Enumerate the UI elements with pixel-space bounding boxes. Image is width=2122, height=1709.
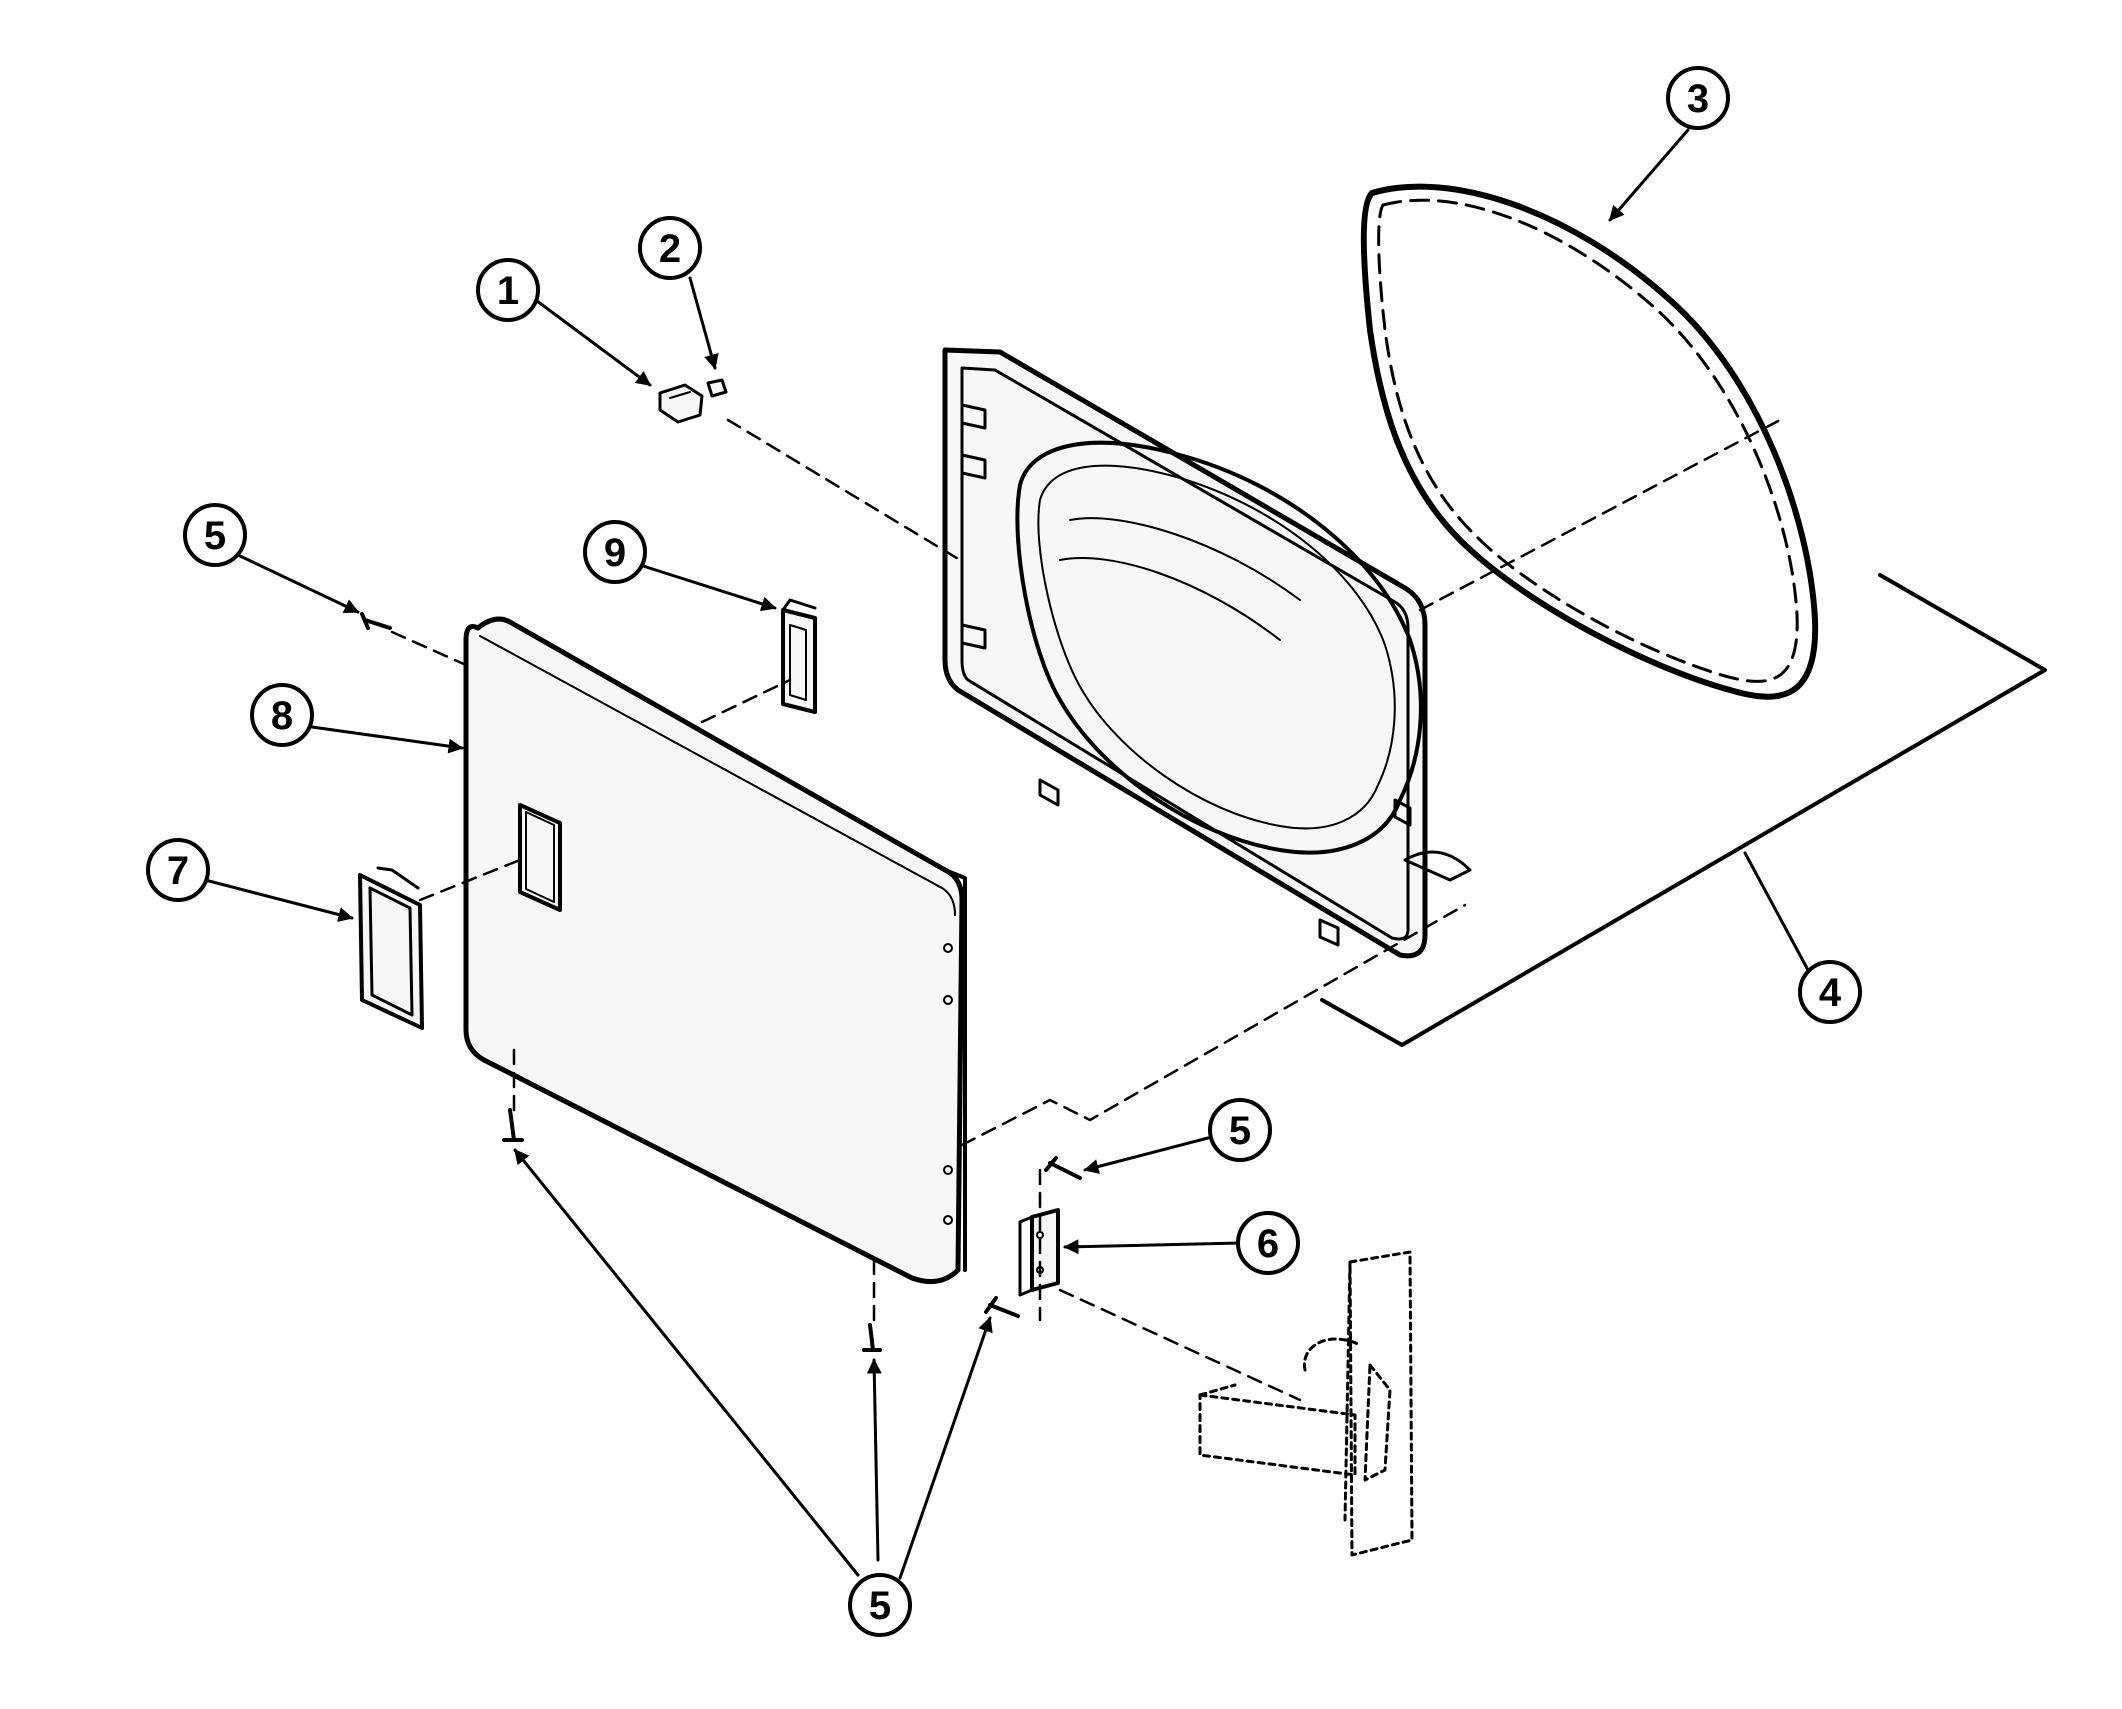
callout-1: 1 — [476, 258, 540, 322]
callout-4: 4 — [1798, 960, 1862, 1024]
svg-text:6: 6 — [1257, 1222, 1279, 1266]
assembly-lines — [390, 418, 1782, 1402]
callout-5-right: 5 — [1208, 1098, 1272, 1162]
svg-text:3: 3 — [1687, 77, 1709, 121]
screw-5-hinge-bottom — [984, 1296, 1020, 1318]
cabinet-fragment — [1198, 1250, 1414, 1557]
svg-text:8: 8 — [271, 694, 293, 738]
svg-text:5: 5 — [1229, 1109, 1251, 1153]
svg-text:5: 5 — [204, 514, 226, 558]
svg-text:1: 1 — [497, 269, 519, 313]
screw-5-top-left — [360, 612, 392, 630]
callout-9: 9 — [583, 520, 647, 584]
part-8-outer-door — [463, 616, 967, 1285]
callout-3: 3 — [1666, 66, 1730, 130]
callout-6: 6 — [1236, 1211, 1300, 1275]
part-7-handle — [358, 866, 424, 1030]
callout-8: 8 — [250, 683, 314, 747]
door-inner-panel — [942, 347, 1472, 959]
part-9-strike — [781, 598, 817, 714]
screw-5-door-bottom-left — [502, 1108, 524, 1142]
svg-text:7: 7 — [167, 849, 189, 893]
callout-7: 7 — [146, 838, 210, 902]
svg-text:9: 9 — [604, 531, 626, 575]
part-2-clip — [706, 378, 728, 398]
screw-5-door-bottom-middle — [862, 1323, 882, 1352]
screw-5-hinge-top — [1044, 1156, 1082, 1180]
svg-text:2: 2 — [659, 227, 681, 271]
callout-5-top-left: 5 — [183, 503, 247, 567]
part-1-latch — [658, 383, 704, 424]
svg-text:4: 4 — [1819, 971, 1842, 1015]
leader-arrows — [203, 128, 1810, 1580]
svg-text:5: 5 — [869, 1584, 891, 1628]
part-4-base-outline — [1320, 573, 2047, 1047]
callout-5-bottom: 5 — [848, 1573, 912, 1637]
callout-2: 2 — [638, 216, 702, 280]
part-6-hinge — [1018, 1208, 1060, 1297]
part-3-door-seal — [1360, 183, 1819, 700]
